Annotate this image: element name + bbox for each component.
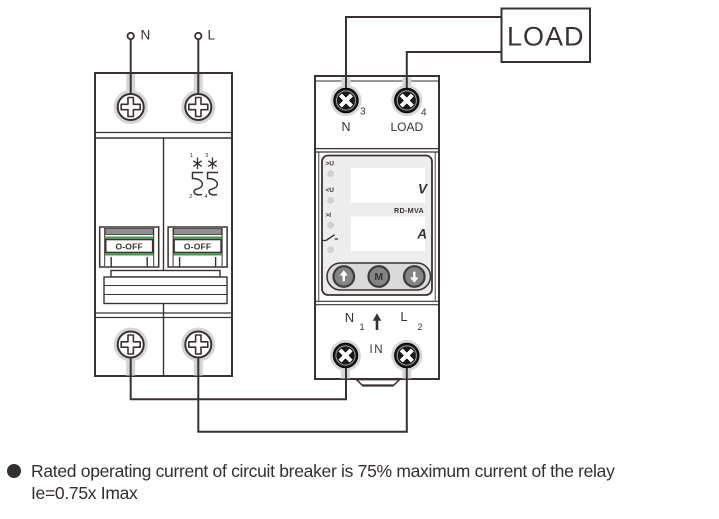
caption-line2: Ie=0.75x Imax bbox=[31, 483, 138, 503]
wiring-diagram-svg: O-OFF O-OFF 1 3 bbox=[94, 7, 591, 433]
mode-button: M bbox=[367, 265, 391, 288]
over-current-label: >I bbox=[326, 212, 332, 219]
terminal-load-label: LOAD bbox=[390, 120, 423, 134]
under-voltage-label: <U bbox=[326, 187, 335, 194]
relay-screw-1 bbox=[332, 342, 359, 369]
load-box-frame bbox=[500, 7, 591, 63]
input-l-label: L bbox=[400, 309, 407, 324]
bullet-icon bbox=[7, 464, 21, 478]
switch-green-stripe bbox=[105, 253, 154, 256]
relay-contact-led bbox=[327, 246, 334, 254]
pole-hook-symbol bbox=[191, 171, 204, 196]
wire-breaker-to-relay-n bbox=[129, 344, 347, 401]
down-button bbox=[402, 265, 426, 288]
symbol-terminal-3: 3 bbox=[205, 153, 208, 159]
switch-green-stripe bbox=[105, 236, 154, 239]
terminal-3-number: 3 bbox=[360, 107, 366, 118]
symbol-terminal-4: 4 bbox=[204, 194, 208, 200]
breaker-switch-right: O-OFF bbox=[167, 226, 228, 268]
terminal-n-label: N bbox=[341, 120, 350, 134]
breaker-top-screw-n bbox=[116, 93, 145, 121]
relay-screw-3 bbox=[333, 87, 359, 114]
up-button bbox=[332, 265, 356, 288]
breaker-bottom-screw-n bbox=[116, 330, 145, 359]
current-unit-label: A bbox=[416, 227, 427, 242]
relay-screw-2 bbox=[394, 342, 420, 369]
switch-label: O-OFF bbox=[184, 241, 211, 251]
supply-terminals: N L bbox=[126, 28, 216, 43]
switch-label-box bbox=[104, 238, 154, 254]
over-voltage-label: >U bbox=[326, 160, 335, 167]
clamp-symbol-icon bbox=[192, 157, 203, 169]
switch-label: O-OFF bbox=[115, 241, 142, 251]
breaker-schematic-symbol: 1 3 2 4 bbox=[189, 153, 219, 200]
pole-hook-symbol bbox=[206, 171, 219, 196]
breaker-bottom-screw-l bbox=[184, 330, 213, 359]
rail-box bbox=[103, 276, 228, 305]
symbol-terminal-1: 1 bbox=[190, 153, 193, 159]
over-current-led bbox=[327, 221, 334, 229]
input-direction-arrow-icon bbox=[372, 313, 382, 330]
protection-relay: 3 4 N LOAD >U <U >I V RD-MVA A bbox=[314, 75, 440, 387]
switch-top-band bbox=[173, 228, 223, 235]
over-voltage-led bbox=[327, 170, 334, 178]
voltage-unit-label: V bbox=[418, 182, 428, 197]
caption: Rated operating current of circuit break… bbox=[7, 460, 715, 504]
input-2-number: 2 bbox=[418, 322, 423, 332]
supply-l-terminal bbox=[194, 31, 203, 41]
wire-relay-load-to-load bbox=[405, 51, 503, 101]
switch-green-stripe bbox=[173, 236, 222, 239]
rail-lip bbox=[110, 269, 221, 278]
terminal-4-number: 4 bbox=[421, 108, 427, 119]
load-box: LOAD bbox=[500, 7, 591, 63]
circuit-breaker: O-OFF O-OFF 1 3 bbox=[94, 72, 233, 377]
caption-line1: Rated operating current of circuit break… bbox=[31, 461, 615, 481]
relay-contact-symbol-icon bbox=[321, 234, 338, 242]
clamp-symbol-icon bbox=[207, 157, 218, 169]
arrow-up-icon bbox=[339, 270, 348, 282]
arrow-down-icon bbox=[410, 271, 419, 283]
voltage-display-window bbox=[351, 168, 425, 203]
mode-button-label: M bbox=[374, 271, 383, 283]
wire-relay-n-to-load bbox=[345, 16, 503, 101]
switch-top-band bbox=[104, 228, 154, 235]
under-voltage-led bbox=[327, 197, 334, 204]
supply-n-terminal bbox=[126, 31, 135, 41]
input-n-label: N bbox=[345, 310, 354, 325]
load-box-label: LOAD bbox=[507, 22, 585, 52]
supply-n-label: N bbox=[141, 28, 151, 43]
relay-model-label: RD-MVA bbox=[394, 206, 424, 215]
wire-breaker-to-relay-l bbox=[197, 344, 408, 433]
breaker-interlock-rail bbox=[103, 269, 228, 305]
supply-l-label: L bbox=[208, 28, 216, 43]
input-1-number: 1 bbox=[360, 322, 365, 332]
breaker-top-screw-l bbox=[184, 93, 213, 121]
symbol-terminal-2: 2 bbox=[189, 194, 192, 200]
relay-screw-4 bbox=[394, 87, 420, 114]
switch-green-stripe bbox=[173, 253, 222, 256]
input-in-label: IN bbox=[370, 344, 385, 356]
current-display-window bbox=[351, 216, 425, 251]
switch-label-box bbox=[173, 238, 222, 254]
breaker-switch-left: O-OFF bbox=[98, 226, 160, 268]
